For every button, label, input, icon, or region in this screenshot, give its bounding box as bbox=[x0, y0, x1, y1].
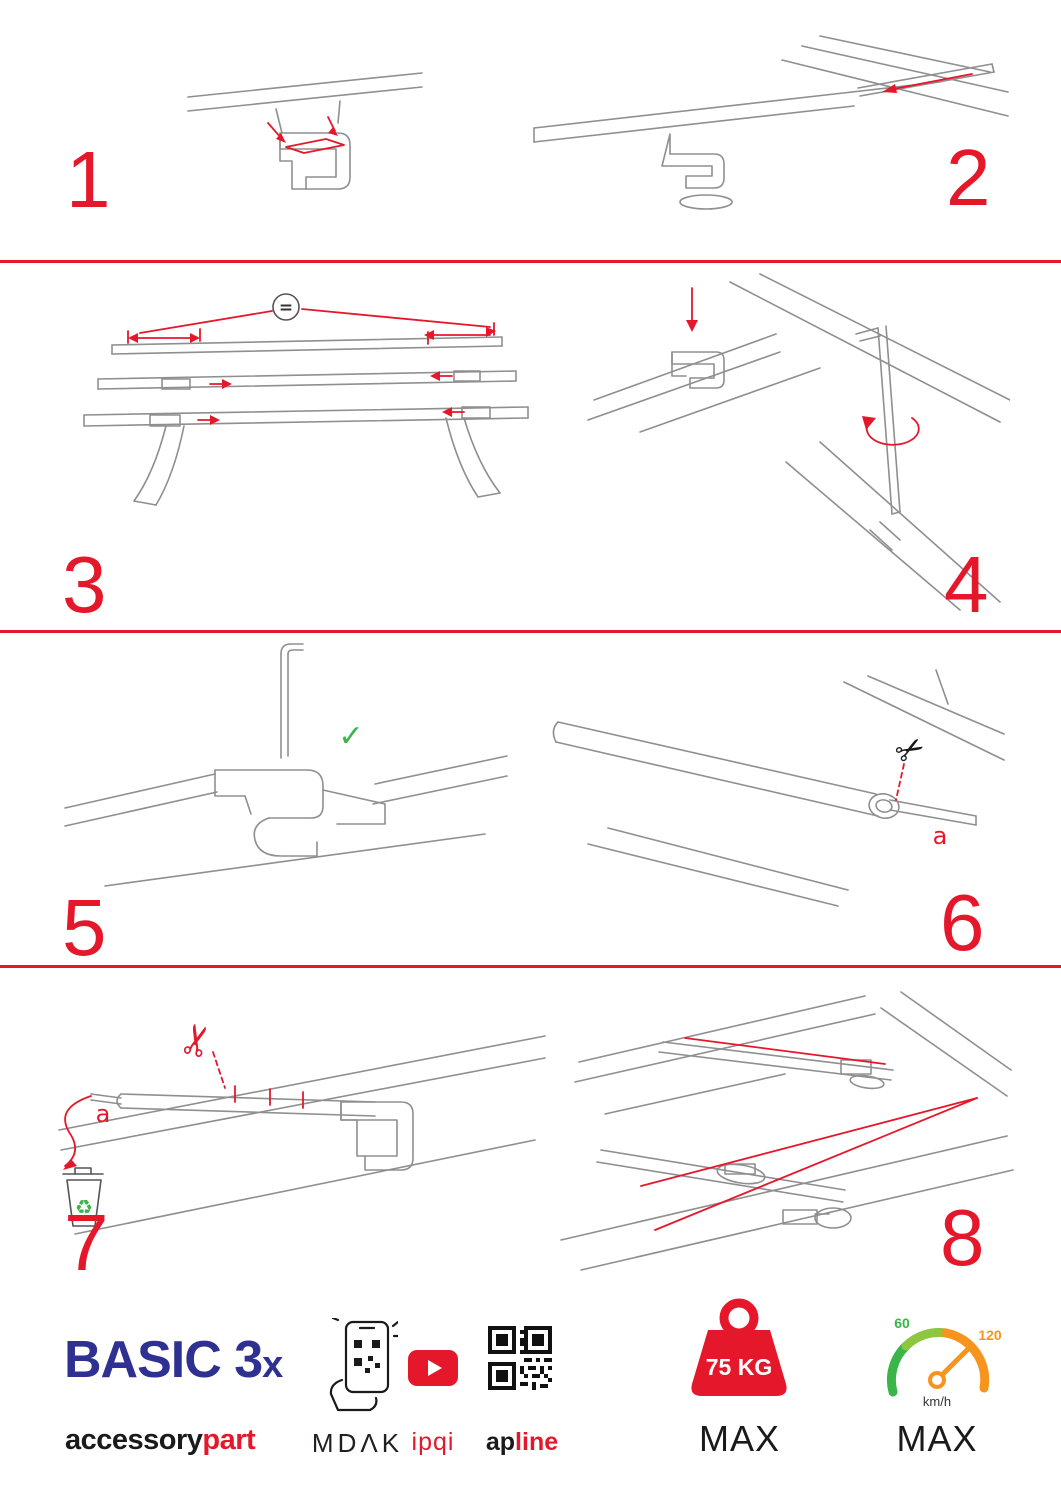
step-7-number: 7 bbox=[64, 1198, 109, 1287]
step-2-illustration bbox=[533, 35, 1009, 210]
speed-unit-label: km/h bbox=[923, 1394, 951, 1409]
weight-icon: 75 KG bbox=[691, 1298, 787, 1396]
label-a: a bbox=[933, 822, 948, 850]
check-icon: ✓ bbox=[338, 719, 363, 754]
step-8-illustration bbox=[560, 991, 1014, 1271]
step-5-illustration: ✓ bbox=[64, 643, 508, 887]
section-divider bbox=[0, 965, 1061, 968]
weight-value: 75 KG bbox=[706, 1354, 772, 1380]
scissors-icon: ✂ bbox=[169, 1017, 225, 1064]
step-2-number: 2 bbox=[946, 133, 991, 222]
youtube-icon bbox=[408, 1350, 458, 1386]
section-divider bbox=[0, 260, 1061, 263]
product-logo-suffix: x bbox=[262, 1344, 283, 1386]
brand-apline-black: ap bbox=[485, 1428, 516, 1456]
step-4-number: 4 bbox=[944, 540, 989, 629]
brand-name-red: part bbox=[202, 1424, 256, 1456]
label-a: a bbox=[96, 1100, 111, 1128]
step-1-number: 1 bbox=[66, 135, 111, 224]
product-logo-text: BASIC 3 bbox=[64, 1331, 263, 1389]
scissors-icon: ✂ bbox=[888, 726, 933, 775]
speed-high-label: 120 bbox=[978, 1327, 1002, 1343]
phone-scan-icon bbox=[329, 1318, 398, 1412]
weight-max-label: MAX bbox=[698, 1418, 780, 1459]
brand-mdak: MDΛK bbox=[311, 1428, 404, 1458]
speedometer-icon: 60 120 km/h bbox=[886, 1315, 1002, 1409]
step-1-illustration bbox=[187, 72, 423, 190]
qr-code-icon bbox=[488, 1326, 552, 1390]
speed-low-label: 60 bbox=[894, 1315, 910, 1331]
step-6-illustration: ✂ a bbox=[552, 669, 1005, 907]
section-divider bbox=[0, 630, 1061, 633]
brand-name: accessorypart bbox=[65, 1424, 256, 1457]
equals-symbol: = bbox=[279, 298, 293, 318]
step-3-number: 3 bbox=[62, 540, 107, 629]
recycle-icon: ♻ bbox=[75, 1195, 93, 1219]
step-5-number: 5 bbox=[62, 883, 107, 972]
step-3-illustration: = bbox=[83, 293, 529, 506]
step-4-illustration bbox=[587, 273, 1010, 611]
step-8-number: 8 bbox=[940, 1193, 985, 1282]
step-7-illustration: ✂ a ♻ bbox=[58, 1017, 546, 1235]
brand-ipqi: ipqi bbox=[411, 1428, 455, 1456]
brand-apline: apline bbox=[478, 1428, 566, 1457]
product-logo: BASIC 3x bbox=[64, 1330, 283, 1390]
brand-apline-red: line bbox=[515, 1428, 559, 1456]
speed-max-label: MAX bbox=[896, 1418, 978, 1459]
step-6-number: 6 bbox=[940, 878, 985, 967]
brand-name-black: accessory bbox=[65, 1424, 203, 1456]
